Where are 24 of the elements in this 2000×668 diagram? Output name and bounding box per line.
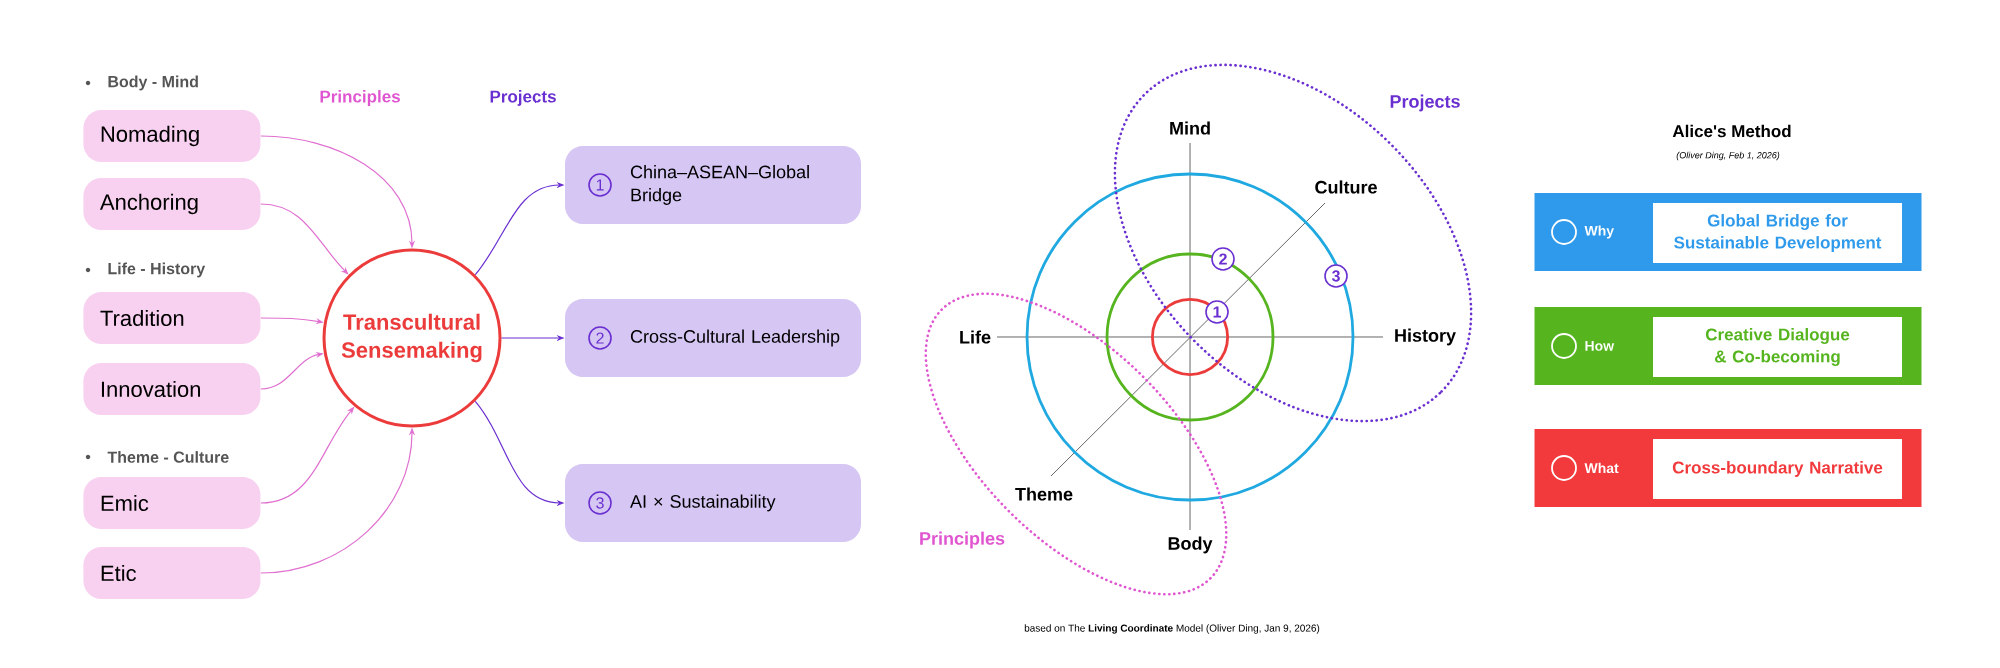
principle-box: Nomading [83,110,261,162]
axis-label: History [1392,326,1458,348]
answer-box: Global Bridge for Sustainable Development [1653,203,1902,263]
principle-box: Emic [83,477,261,529]
principle-box: Etic [83,547,261,599]
arrow [260,203,349,275]
axis-label: Body [1165,534,1215,556]
section-heading: Life - History [85,262,206,278]
axis-label: Theme [1013,485,1076,503]
panel-title: Alice's Method [1672,124,1791,138]
answer-box: Creative Dialogue & Co-becoming [1653,317,1902,377]
axis-label: Culture [1312,178,1380,196]
caption: based on The Living Coordinate Model (Oliver Ding, Jan 9, 2026) [1024,624,1320,634]
principle-box: Innovation [83,363,261,415]
section-heading: Body - Mind [85,75,198,91]
axis-label: Mind [1167,119,1213,137]
axis-label: Life [957,328,993,346]
column-heading: Principles [320,90,400,106]
column-heading: Projects [490,90,556,106]
section-heading: Theme - Culture [85,451,229,463]
principle-box: Anchoring [83,178,261,230]
answer-box: Cross-boundary Narrative [1653,439,1902,499]
principle-box: Tradition [83,292,261,344]
byline: (Oliver Ding, Feb 1, 2026) [1676,151,1780,161]
